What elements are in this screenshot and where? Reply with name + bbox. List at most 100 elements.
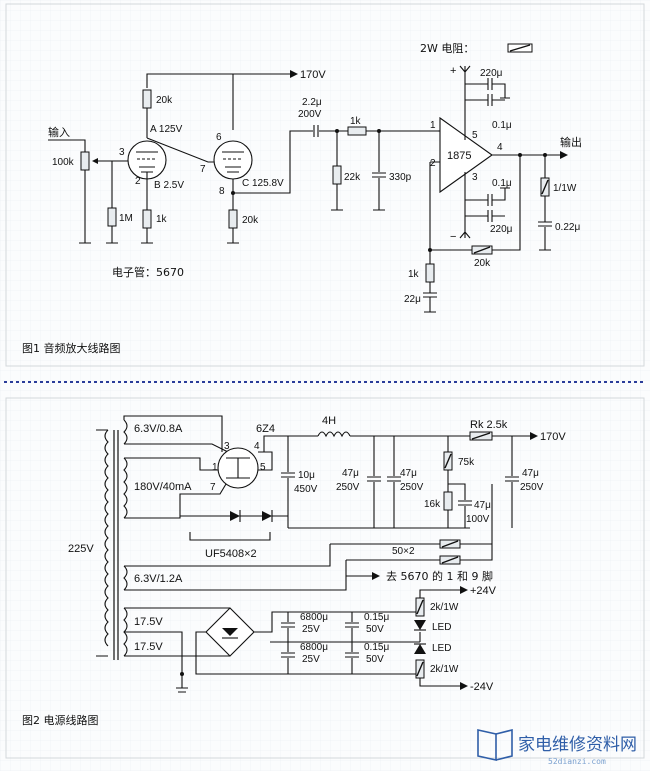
figure-2-power-supply: 225V 6.3V/0.8A 180V/40mA 6.3V/1.2A 17.5V… bbox=[22, 415, 566, 727]
led-a bbox=[414, 620, 426, 630]
grid-resistor-1m bbox=[107, 207, 117, 227]
tube1-pin3: 3 bbox=[119, 147, 125, 158]
c47a-value: 47μ bbox=[342, 468, 359, 479]
c015b-value: 0.15μ bbox=[364, 642, 389, 653]
r50x2-label: 50×2 bbox=[392, 546, 415, 557]
bypass-cap-top-value: 0.1μ bbox=[492, 120, 512, 131]
heater-destination-label: 去 5670 的 1 和 9 脚 bbox=[386, 569, 493, 583]
c6800a-value: 6800μ bbox=[300, 612, 328, 623]
zobel-cap-label: 0.22μ bbox=[555, 222, 580, 233]
diode-label: UF5408×2 bbox=[205, 548, 257, 560]
led-a-label: LED bbox=[432, 622, 451, 633]
ic-pin5: 5 bbox=[472, 130, 478, 141]
watermark-url: 52dianzi.com bbox=[548, 757, 606, 766]
zobel-resistor-label: 1/1W bbox=[553, 183, 577, 194]
plate-resistor bbox=[142, 89, 152, 109]
site-watermark: 家电维修资料网 52dianzi.com bbox=[477, 728, 637, 766]
coupling-cap-voltage: 200V bbox=[298, 109, 322, 120]
filter-cap-10u: 10μ 450V bbox=[281, 436, 318, 528]
c6800a-voltage: 25V bbox=[302, 624, 320, 635]
c10-value: 10μ bbox=[298, 470, 315, 481]
c015a-value: 0.15μ bbox=[364, 612, 389, 623]
r2k-a-label: 2k/1W bbox=[430, 602, 459, 613]
primary-voltage-label: 225V bbox=[68, 543, 94, 555]
input-label: 输入 bbox=[48, 125, 70, 139]
filter-cap-47u-b: 47μ 250V bbox=[387, 436, 424, 528]
6z4-pin3: 3 bbox=[224, 441, 230, 452]
grid-resistor-label: 1M bbox=[119, 213, 133, 224]
rf-cap-label: 330p bbox=[389, 172, 412, 183]
volume-pot bbox=[80, 151, 90, 171]
supply-cap-top-value: 220μ bbox=[480, 68, 503, 79]
tube2-pin6: 6 bbox=[216, 132, 222, 143]
c47c-voltage: 100V bbox=[466, 514, 490, 525]
ic-pin4: 4 bbox=[497, 142, 503, 153]
c6800b-voltage: 25V bbox=[302, 654, 320, 665]
c47d-voltage: 250V bbox=[520, 482, 544, 493]
c10-voltage: 450V bbox=[294, 484, 318, 495]
plus-supply-sign: + bbox=[450, 65, 456, 77]
anode-voltage-label: A 125V bbox=[150, 124, 183, 135]
heater-5670-winding-label: 6.3V/1.2A bbox=[134, 573, 183, 585]
c47b-value: 47μ bbox=[400, 468, 417, 479]
series-resistor-1k bbox=[347, 126, 367, 136]
plate-resistor-label: 20k bbox=[156, 95, 173, 106]
6z4-pin5: 5 bbox=[260, 462, 266, 473]
choke-label: 4H bbox=[322, 415, 336, 427]
r16k-label: 16k bbox=[424, 499, 441, 510]
r75k-label: 75k bbox=[458, 457, 475, 468]
cathode-resistor-1k bbox=[142, 209, 152, 229]
hv-winding-label: 180V/40mA bbox=[134, 481, 192, 493]
minus-24v-label: -24V bbox=[470, 681, 494, 693]
feedback-ground-resistor bbox=[425, 263, 435, 283]
led-b-label: LED bbox=[432, 643, 451, 654]
cathode2-resistor-20k bbox=[228, 209, 238, 229]
rk-resistor-label: Rk 2.5k bbox=[470, 419, 508, 431]
cathode-voltage-label: B 2.5V bbox=[154, 180, 184, 191]
figure-1-audio-amplifier: 170V 20k A 125V 4 3 2 B 2.5V 输入 100k 1M … bbox=[22, 42, 582, 355]
input-resistor-22k bbox=[332, 165, 342, 185]
filter-cap-47u-a: 47μ 250V bbox=[336, 436, 381, 528]
hv-output-label: 170V bbox=[540, 431, 566, 443]
watermark-text: 家电维修资料网 bbox=[518, 735, 637, 755]
c015a-voltage: 50V bbox=[366, 624, 384, 635]
ic-pin2: 2 bbox=[430, 158, 436, 169]
lv-winding-b-label: 17.5V bbox=[134, 641, 163, 653]
figure-1-caption: 图1 音频放大线路图 bbox=[22, 341, 121, 355]
c47c-value: 47μ bbox=[474, 500, 491, 511]
minus-supply-sign: − bbox=[450, 231, 456, 243]
c6800b-value: 6800μ bbox=[300, 642, 328, 653]
cathode2-resistor-label: 20k bbox=[242, 215, 259, 226]
heater-winding-label: 6.3V/0.8A bbox=[134, 423, 183, 435]
divider-resistor-16k bbox=[443, 491, 453, 511]
6z4-pin1: 1 bbox=[212, 462, 218, 473]
r2k-b-label: 2k/1W bbox=[430, 664, 459, 675]
c47b-voltage: 250V bbox=[400, 482, 424, 493]
input-resistor-label: 22k bbox=[344, 172, 361, 183]
tube2-pin7: 7 bbox=[200, 164, 206, 175]
coupling-cap-value: 2.2μ bbox=[302, 97, 322, 108]
tube-type-label: 电子管：5670 bbox=[112, 265, 184, 279]
cathode-resistor-label: 1k bbox=[156, 214, 168, 225]
pot-label: 100k bbox=[52, 157, 75, 168]
cathode2-voltage-label: C 125.8V bbox=[242, 178, 284, 189]
resistor-legend-label: 2W 电阻： bbox=[420, 42, 474, 55]
led-b bbox=[414, 644, 426, 654]
bypass-cap-bot-value: 0.1μ bbox=[492, 178, 512, 189]
triode-2-envelope bbox=[213, 140, 253, 180]
tube1-pin2: 2 bbox=[135, 176, 141, 187]
output-label: 输出 bbox=[560, 135, 582, 149]
lv-winding-a-label: 17.5V bbox=[134, 616, 163, 628]
6z4-pin7: 7 bbox=[210, 482, 216, 493]
fig1-b-plus-label: 170V bbox=[300, 69, 326, 81]
figure-2-caption: 图2 电源线路图 bbox=[22, 713, 99, 727]
opamp-lm1875 bbox=[439, 116, 493, 194]
6z4-pin4: 4 bbox=[254, 441, 260, 452]
ic-pin1: 1 bbox=[430, 120, 436, 131]
filter-cap-47u-d: 47μ 250V bbox=[505, 436, 544, 528]
series-resistor-label: 1k bbox=[350, 116, 362, 127]
plus-24v-label: +24V bbox=[470, 585, 497, 597]
c015b-voltage: 50V bbox=[366, 654, 384, 665]
